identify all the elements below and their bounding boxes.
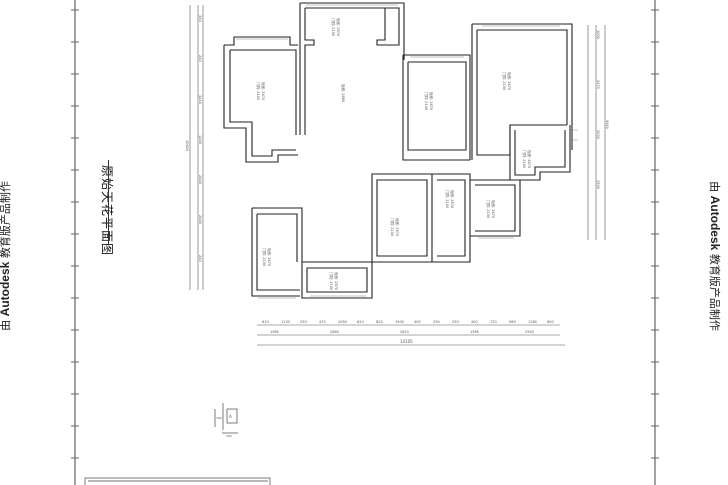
room-door-label: 门洞: 2100 xyxy=(329,272,334,290)
dim-left-total: 10620 xyxy=(185,140,189,151)
wall-bedroom-lower-left xyxy=(251,207,303,297)
dim-row1-label: 800 xyxy=(547,320,554,324)
dim-row1-label: 400 xyxy=(471,320,478,324)
room-door-label: 门洞: 2100 xyxy=(331,18,336,36)
dim-row1-label: 1500 xyxy=(395,320,404,324)
title-underline xyxy=(108,160,109,245)
dim-left-label: 2000 xyxy=(198,215,202,224)
watermark-prefix: 由 xyxy=(0,319,12,331)
wall-room-right-lower xyxy=(470,179,521,237)
watermark-prefix: 由 xyxy=(707,181,721,193)
watermark-brand: Autodesk xyxy=(707,195,722,251)
dim-row1-label: 620 xyxy=(357,320,364,324)
dim-left-label: 2400 xyxy=(198,175,202,184)
dim-left-label: 350 xyxy=(198,15,202,22)
wall-bedroom-left xyxy=(223,36,298,163)
title-block xyxy=(84,477,271,485)
room-ceiling-label: 板底: 2880 xyxy=(341,84,346,102)
wall-bedroom-right xyxy=(471,23,573,160)
dim-right-label: 1500 xyxy=(596,180,600,189)
wall-living xyxy=(299,2,405,135)
detail-symbol xyxy=(214,403,238,434)
dim-left-label: 1200 xyxy=(198,135,202,144)
watermark-suffix: 教育版产品制作 xyxy=(0,181,12,259)
dim-row1-label: 820 xyxy=(376,320,383,324)
dim-row1-label: 2050 xyxy=(338,320,347,324)
room-ceiling-label: 板底: 2870 xyxy=(395,218,400,236)
dim-row1-label: 610 xyxy=(262,320,269,324)
dim-left-label: 240 xyxy=(198,55,202,62)
room-door-label: 门洞: 2100 xyxy=(390,218,395,236)
wall-bedroom-middle xyxy=(402,54,471,161)
watermark-suffix: 教育版产品制作 xyxy=(707,253,721,331)
room-ceiling-label: 板底: 2870 xyxy=(261,82,266,100)
wall-room-small-lower xyxy=(432,173,471,263)
room-door-label: 门洞: 2100 xyxy=(256,82,261,100)
dim-right-label: 2670 xyxy=(596,80,600,89)
room-door-label: 门洞: 2100 xyxy=(262,248,267,266)
dim-row2-label: 2860 xyxy=(330,330,339,334)
room-door-label: 门洞: 2100 xyxy=(486,200,491,218)
detail-dim-h: 300 xyxy=(226,434,232,438)
wall-bathroom-bottom xyxy=(301,261,373,299)
room-door-label: 门洞: 2100 xyxy=(445,190,450,208)
dim-row1-label: 250 xyxy=(452,320,459,324)
dim-row1-label: 720 xyxy=(490,320,497,324)
room-ceiling-label: 板底: 2870 xyxy=(267,248,272,266)
dim-row1-label: 470 xyxy=(319,320,326,324)
room-ceiling-label: 板底: 2870 xyxy=(450,190,455,208)
room-ceiling-label: 板底: 2870 xyxy=(507,72,512,90)
dim-row2-label: 2810 xyxy=(400,330,409,334)
detail-label: A xyxy=(229,414,232,419)
dim-row1-label: 250 xyxy=(433,320,440,324)
room-door-label: 门洞: 2100 xyxy=(522,150,527,168)
dimension-lines xyxy=(189,5,606,346)
dim-row2-label: 1985 xyxy=(270,330,279,334)
watermark-right: 由 Autodesk 教育版产品制作 xyxy=(707,181,723,331)
dim-row1-label: 1130 xyxy=(281,320,290,324)
dim-row1-label: 1160 xyxy=(528,320,537,324)
room-door-label: 门洞: 2100 xyxy=(424,92,429,110)
border-ticks xyxy=(71,9,659,459)
room-door-label: 门洞: 2100 xyxy=(502,72,507,90)
wall-small-right xyxy=(509,125,571,181)
dim-row1-label: 980 xyxy=(509,320,516,324)
dim-right-label: 2000 xyxy=(596,130,600,139)
dim-row1-label: 250 xyxy=(300,320,307,324)
watermark-brand: Autodesk xyxy=(0,261,12,317)
room-ceiling-label: 板底: 2870 xyxy=(491,200,496,218)
dim-left-label: 3240 xyxy=(198,95,202,104)
wall-room-lower-middle xyxy=(371,173,433,263)
room-ceiling-label: 板底: 2870 xyxy=(429,92,434,110)
room-ceiling-label: 板底: 2870 xyxy=(334,272,339,290)
watermark-left: 由 Autodesk 教育版产品制作 xyxy=(0,181,13,331)
dim-right-total: 9940 xyxy=(605,120,609,129)
room-ceiling-label: 板底: 2870 xyxy=(336,18,341,36)
dim-row2-label: 1585 xyxy=(470,330,479,334)
room-ceiling-label: 板底: 2870 xyxy=(527,150,532,168)
dim-row1-label: 400 xyxy=(414,320,421,324)
dim-row2-label: 2945 xyxy=(525,330,534,334)
walls xyxy=(223,2,578,299)
detail-dim-v: 300 xyxy=(216,416,222,420)
window-lines xyxy=(236,4,578,299)
dim-left-label: 240 xyxy=(198,255,202,262)
dim-right-label: 1000 xyxy=(596,30,600,39)
dim-total-label: 14105 xyxy=(400,339,413,344)
